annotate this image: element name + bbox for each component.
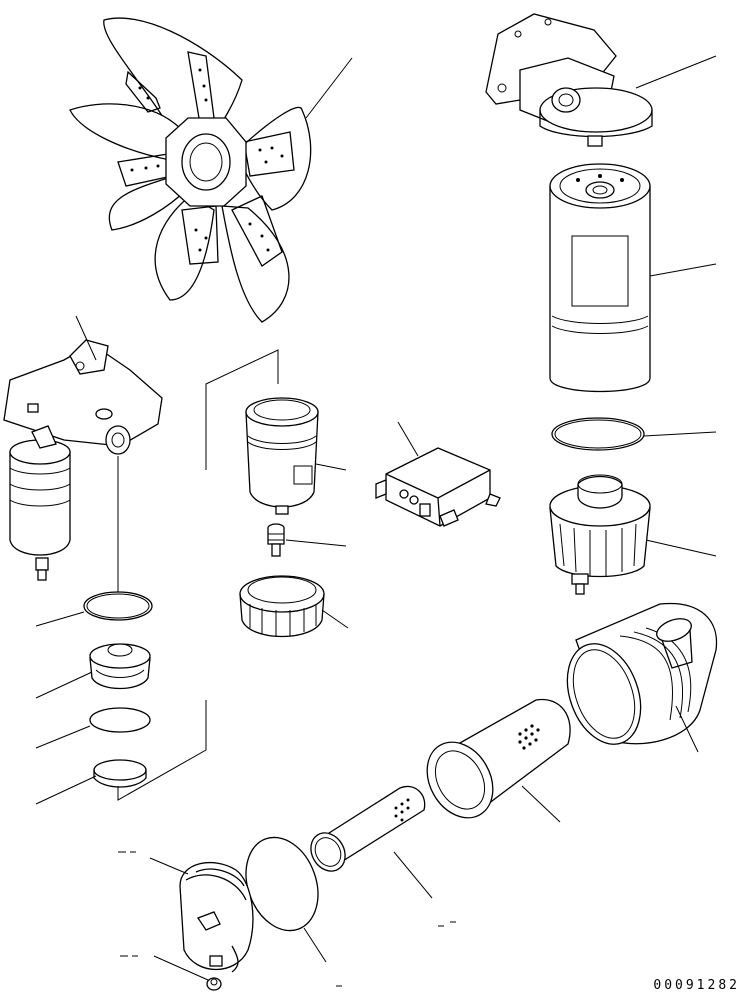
cover-icon (179, 862, 254, 973)
bowl-icon (549, 474, 651, 595)
ring-nut-icon (239, 575, 325, 638)
element-icon (310, 785, 426, 872)
bowl-icon (89, 643, 151, 690)
fan-icon (69, 17, 312, 323)
cartridge-icon (245, 397, 319, 515)
drawing-number: 00091282 (653, 978, 740, 993)
ring-nut-icon (93, 759, 147, 788)
fuel-filter-icon (3, 339, 163, 581)
air-cleaner-icon (566, 602, 718, 745)
o-ring-icon (89, 707, 151, 733)
element-icon (426, 698, 571, 819)
valve-icon (267, 523, 285, 557)
valve-icon (206, 977, 222, 991)
o-ring-icon (83, 591, 153, 621)
bracket-icon (485, 13, 653, 147)
o-ring-icon (551, 417, 645, 451)
cartridge-icon (549, 163, 651, 393)
controller-icon (375, 447, 501, 527)
